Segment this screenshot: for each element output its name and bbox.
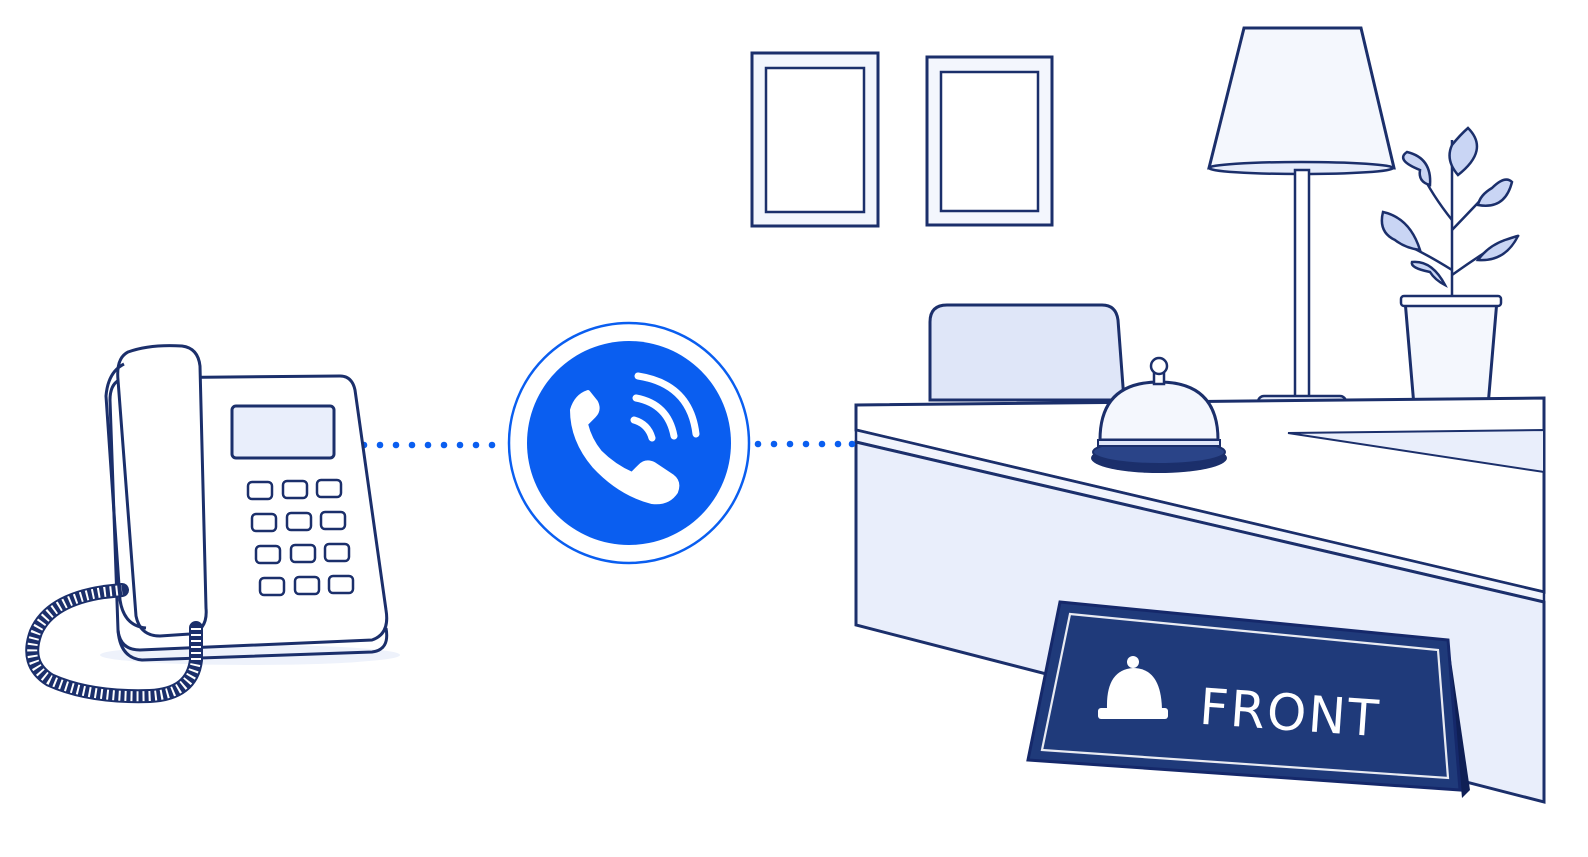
- phone-call-icon: [507, 321, 751, 565]
- desk-phone-icon: [25, 344, 400, 704]
- potted-plant-icon: [1380, 126, 1520, 408]
- sign-label: FRONT: [1198, 678, 1382, 748]
- service-bell-icon: [1091, 356, 1227, 473]
- bell-icon: [1098, 656, 1168, 719]
- picture-frame-left: [750, 51, 880, 228]
- chair-back: [928, 303, 1126, 402]
- connection-line-right: [754, 440, 856, 448]
- connection-line-left: [360, 441, 496, 449]
- lamp-icon: [1207, 26, 1396, 414]
- picture-frame-right: [925, 55, 1054, 227]
- front-desk-sign: FRONT: [1026, 600, 1470, 798]
